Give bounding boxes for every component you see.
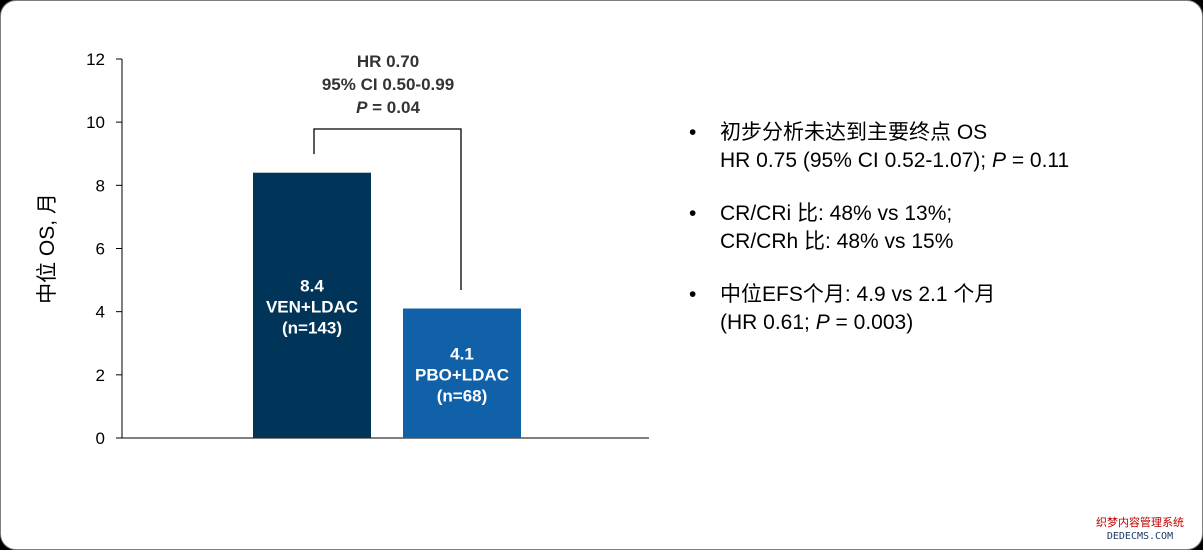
bullet-line: (HR 0.61; P = 0.003) bbox=[720, 309, 1189, 337]
bullet-list: • 初步分析未达到主要终点 OS HR 0.75 (95% CI 0.52-1.07… bbox=[689, 119, 1189, 362]
bar-n-label: (n=68) bbox=[437, 386, 488, 405]
y-tick-label: 10 bbox=[86, 113, 105, 132]
bullet-text: = 0.003) bbox=[829, 311, 914, 334]
bullet-text: P bbox=[991, 149, 1006, 172]
y-tick-label: 2 bbox=[96, 366, 105, 385]
bar-group-label: VEN+LDAC bbox=[266, 297, 358, 316]
hr-annotation: HR 0.70 bbox=[357, 52, 419, 71]
bar bbox=[403, 308, 521, 438]
bullet-text: 初步分析未达到主要终点 OS bbox=[720, 121, 988, 144]
y-axis-title: 中位 OS, 月 bbox=[36, 193, 59, 304]
p-symbol: P bbox=[356, 98, 368, 117]
y-tick-label: 6 bbox=[96, 240, 105, 259]
bar bbox=[253, 172, 371, 438]
y-tick-label: 0 bbox=[96, 429, 105, 448]
y-tick-label: 8 bbox=[96, 176, 105, 195]
bullet-text: = 0.11 bbox=[1005, 149, 1070, 172]
bullet-dot: • bbox=[689, 121, 697, 144]
bar-group-label: PBO+LDAC bbox=[415, 365, 509, 384]
bar-n-label: (n=143) bbox=[282, 318, 342, 337]
bar-value-label: 8.4 bbox=[300, 276, 324, 295]
bullet-text: CR/CRi 比: 48% vs 13%; bbox=[720, 202, 953, 225]
p-value: = 0.04 bbox=[367, 98, 420, 117]
significance-bracket bbox=[313, 128, 462, 290]
bullet-text: HR 0.75 (95% CI 0.52-1.07); bbox=[720, 149, 992, 172]
y-tick-label: 12 bbox=[86, 50, 105, 69]
bullet-item: • CR/CRi 比: 48% vs 13%; CR/CRh 比: 48% vs 1… bbox=[689, 200, 1189, 256]
bullet-line: CR/CRi 比: 48% vs 13%; bbox=[720, 200, 1189, 228]
bullet-text: P bbox=[815, 311, 830, 334]
bullet-dot: • bbox=[689, 283, 697, 306]
bullet-line: HR 0.75 (95% CI 0.52-1.07); P = 0.11 bbox=[720, 147, 1189, 175]
watermark-text: 织梦内容管理系统 bbox=[1096, 517, 1184, 529]
bullet-line: 初步分析未达到主要终点 OS bbox=[720, 119, 1189, 147]
bullet-line: 中位EFS个月: 4.9 vs 2.1 个月 bbox=[720, 281, 1189, 309]
bullet-text: CR/CRh 比: 48% vs 15% bbox=[720, 230, 954, 253]
p-annotation: P = 0.04 bbox=[356, 98, 420, 117]
bullet-text: (HR 0.61; bbox=[720, 311, 816, 334]
watermark: 织梦内容管理系统 DEDECMS.COM bbox=[1084, 517, 1196, 543]
bullet-item: • 初步分析未达到主要终点 OS HR 0.75 (95% CI 0.52-1.07… bbox=[689, 119, 1189, 175]
y-tick-label: 4 bbox=[96, 303, 105, 322]
ci-annotation: 95% CI 0.50-0.99 bbox=[322, 75, 454, 94]
bar-value-label: 4.1 bbox=[450, 344, 474, 363]
bullet-dot: • bbox=[689, 202, 697, 225]
watermark-url: DEDECMS.COM bbox=[1106, 531, 1174, 542]
bullet-item: • 中位EFS个月: 4.9 vs 2.1 个月 (HR 0.61; P = 0.0… bbox=[689, 281, 1189, 337]
bullet-line: CR/CRh 比: 48% vs 15% bbox=[720, 228, 1189, 256]
bullet-text: 中位EFS个月: 4.9 vs 2.1 个月 bbox=[720, 283, 996, 306]
